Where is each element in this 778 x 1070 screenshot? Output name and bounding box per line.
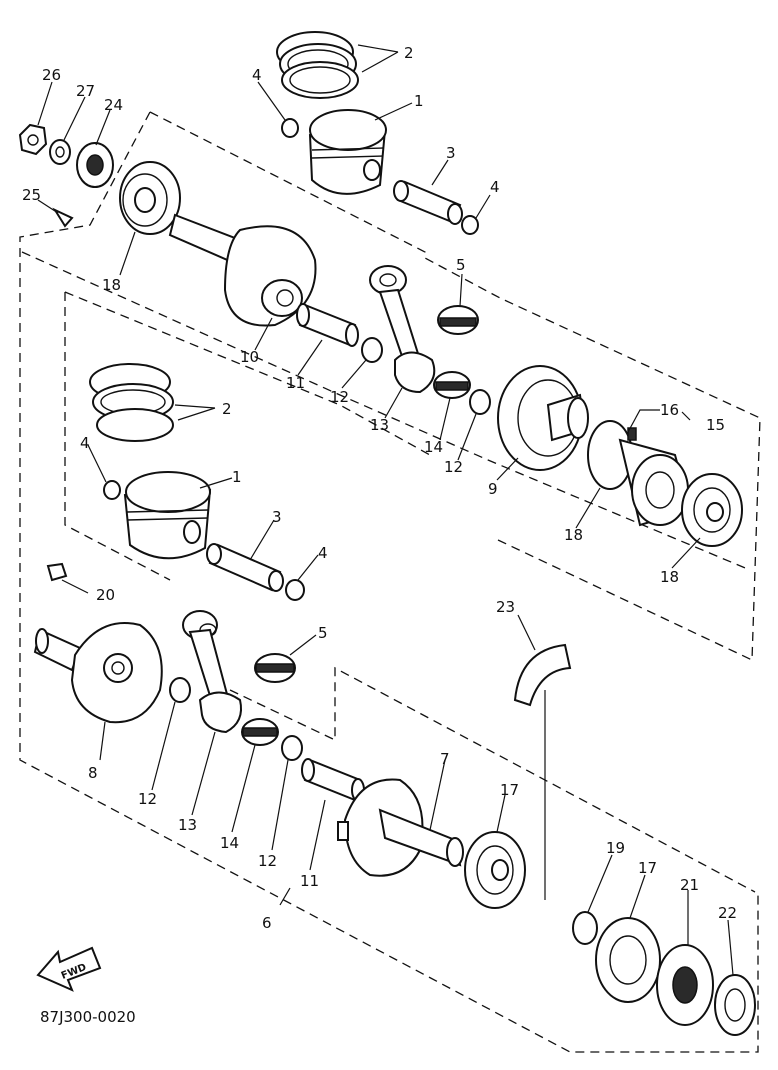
assembly-outlines (19, 111, 761, 1053)
bearing-17-b (595, 917, 661, 1003)
top-crank-pin (296, 303, 359, 347)
callout-12-bot-b: 12 (258, 852, 277, 870)
callout-23: 23 (496, 598, 515, 616)
top-needle-bearing-14 (433, 371, 471, 399)
callout-13-top: 13 (370, 416, 389, 434)
callout-12-bot-a: 12 (138, 790, 157, 808)
top-assembly-outline (19, 111, 759, 1053)
fwd-arrow-icon: FWD (36, 946, 102, 992)
seal-23 (513, 643, 572, 707)
callout-13-bot: 13 (178, 816, 197, 834)
callout-21: 21 (680, 876, 699, 894)
top-piston (308, 109, 387, 195)
leader-lines (37, 44, 734, 976)
crank-9 (497, 365, 589, 471)
callout-17-a: 17 (500, 781, 519, 799)
callout-5-top: 5 (456, 256, 466, 274)
callout-14-bot: 14 (220, 834, 239, 852)
callout-25: 25 (22, 186, 41, 204)
callout-3-mid: 3 (272, 508, 282, 526)
top-left-bearing (119, 161, 181, 235)
callout-labels: 2 1 4 3 4 5 26 27 24 25 18 10 11 12 13 1… (22, 44, 737, 932)
callout-11-bot: 11 (300, 872, 319, 890)
callout-18-left: 18 (102, 276, 121, 294)
callout-9: 9 (488, 480, 498, 498)
callout-22: 22 (718, 904, 737, 922)
top-washer-a (361, 337, 383, 363)
mid-washer-a (169, 677, 191, 703)
right-bearing-18 (681, 473, 743, 547)
callout-18-right: 18 (660, 568, 679, 586)
gear-22 (714, 974, 756, 1036)
callout-16: 16 (660, 401, 679, 419)
callout-6: 6 (262, 914, 272, 932)
top-piston-rings (276, 31, 359, 99)
callout-12-top-a: 12 (330, 388, 349, 406)
callout-3-top: 3 (446, 144, 456, 162)
callout-20: 20 (96, 586, 115, 604)
callout-8: 8 (88, 764, 98, 782)
callout-26: 26 (42, 66, 61, 84)
callout-4-mid-right: 4 (318, 544, 328, 562)
middle-assembly-outline (149, 111, 761, 662)
callout-11-top: 11 (286, 374, 305, 392)
mid-washer-b (281, 735, 303, 761)
callout-4-top-right: 4 (490, 178, 500, 196)
callout-1-mid: 1 (232, 468, 242, 486)
crank-7 (337, 778, 464, 877)
callout-12-top-b: 12 (444, 458, 463, 476)
callout-4-top-left: 4 (252, 66, 262, 84)
mid-bearing-assembly (587, 420, 692, 527)
mid-needle-bearing-5 (254, 653, 296, 683)
gear-21 (656, 944, 714, 1026)
top-clip-left (281, 118, 299, 138)
inner-assembly-outline (64, 291, 431, 581)
callout-7: 7 (440, 750, 450, 768)
mid-piston-pin (206, 543, 284, 592)
callout-4-mid-left: 4 (80, 434, 90, 452)
callout-5-mid: 5 (318, 624, 328, 642)
washer-27 (49, 139, 71, 165)
top-clip-right (461, 215, 479, 235)
top-conrod (369, 265, 436, 394)
key-25 (52, 207, 74, 228)
top-needle-bearing-5 (437, 305, 479, 335)
callout-19: 19 (606, 839, 625, 857)
washer-19 (572, 911, 598, 945)
top-washer-b (469, 389, 491, 415)
mid-piston (123, 471, 212, 560)
mid-conrod (182, 610, 242, 734)
callout-27: 27 (76, 82, 95, 100)
gear-24 (76, 142, 114, 188)
mid-crank-pin (301, 758, 365, 802)
callout-1-top: 1 (414, 92, 424, 110)
inner-divider-line (21, 251, 751, 571)
callout-17-b: 17 (638, 859, 657, 877)
callout-2-mid: 2 (222, 400, 232, 418)
crank-8 (33, 622, 163, 724)
nut-26 (18, 123, 48, 156)
mid-piston-rings (89, 363, 174, 442)
bearing-17-a (464, 831, 526, 909)
mid-needle-bearing-14 (241, 718, 279, 746)
callout-10: 10 (240, 348, 259, 366)
callout-2-top: 2 (404, 44, 414, 62)
callout-24: 24 (104, 96, 123, 114)
crank-10 (168, 213, 317, 327)
callout-18-mid: 18 (564, 526, 583, 544)
mid-clip-left (103, 480, 121, 500)
diagram-code: 87J300-0020 (40, 1008, 136, 1026)
callout-15: 15 (706, 416, 725, 434)
key-20 (46, 562, 68, 582)
callout-14-top: 14 (424, 438, 443, 456)
mid-clip-right (285, 579, 305, 601)
top-piston-pin (393, 180, 463, 225)
